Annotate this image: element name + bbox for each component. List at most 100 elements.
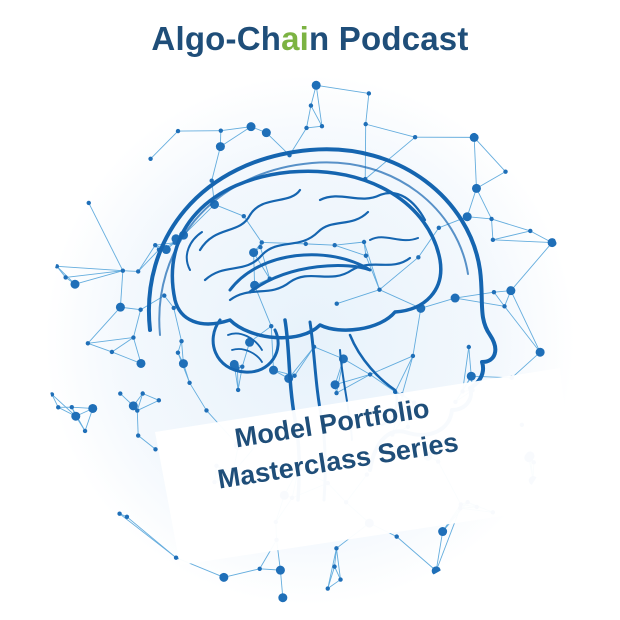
network-node (334, 390, 339, 396)
network-node (304, 125, 309, 131)
network-link (150, 130, 179, 160)
network-link (510, 242, 553, 291)
network-node (466, 371, 476, 381)
network-node (319, 124, 325, 129)
network-node (364, 518, 374, 528)
network-link (379, 256, 419, 291)
network-node (525, 451, 535, 461)
network-link (455, 291, 495, 299)
network-link (327, 579, 341, 589)
network-node (547, 238, 557, 248)
network-node (128, 401, 138, 411)
network-link (364, 136, 416, 180)
network-node (219, 572, 229, 582)
network-link (365, 93, 370, 125)
network-node (135, 408, 140, 413)
network-link (163, 295, 175, 309)
network-node (109, 349, 115, 355)
network-node (85, 341, 91, 346)
network-link (473, 137, 506, 172)
title-accent: ai (281, 20, 310, 57)
network-link (211, 146, 221, 181)
network-link (306, 125, 323, 129)
network-node (528, 476, 538, 486)
network-link (334, 244, 367, 257)
network-node (209, 178, 214, 183)
network-link (137, 249, 160, 272)
network-link (336, 289, 380, 305)
network-node (361, 239, 367, 245)
network-node (69, 404, 74, 410)
network-link (183, 204, 215, 236)
network-node (257, 566, 262, 571)
network-node (471, 183, 481, 193)
network-node (469, 132, 479, 142)
network-link (492, 239, 553, 244)
network-link (412, 308, 422, 356)
network-node (311, 80, 321, 90)
network-link (334, 566, 341, 580)
network-link (65, 270, 123, 278)
network-node (115, 302, 125, 312)
network-node (279, 490, 289, 500)
network-node (502, 304, 507, 309)
network-node (394, 534, 399, 539)
network-node (431, 566, 441, 576)
network-node (172, 240, 177, 245)
network-node (509, 375, 515, 381)
network-link (493, 291, 505, 307)
network-node (156, 398, 162, 403)
network-link (504, 306, 541, 353)
network-link (417, 227, 440, 258)
network-link (270, 326, 274, 371)
network-link (136, 393, 144, 411)
network-node (462, 212, 472, 222)
network-link (87, 342, 113, 353)
network-link (122, 270, 139, 272)
network-node (465, 499, 470, 505)
network-link (136, 410, 139, 436)
network-node (438, 527, 448, 537)
network-node (240, 364, 245, 369)
network-node (490, 510, 496, 515)
network-node (179, 338, 184, 344)
network-node (289, 495, 295, 501)
network-link (476, 171, 506, 189)
network-node (161, 245, 171, 255)
network-node (489, 216, 494, 222)
network-node (330, 380, 340, 390)
network-link (88, 202, 124, 271)
network-node (136, 358, 146, 368)
network-link (214, 204, 244, 217)
network-node (416, 255, 421, 260)
network-link (74, 270, 123, 285)
network-node (70, 279, 80, 289)
network-node (474, 504, 479, 510)
network-node (308, 103, 314, 108)
network-link (420, 297, 456, 309)
network-node (258, 244, 263, 250)
network-node (259, 240, 264, 245)
network-link (365, 123, 416, 138)
title-part-2: n Podcast (309, 20, 469, 57)
network-link (316, 84, 369, 94)
network-node (343, 500, 349, 505)
network-node (178, 359, 188, 369)
network-node (436, 225, 442, 230)
network-node (88, 403, 98, 413)
network-link (310, 105, 323, 127)
network-node (332, 564, 337, 569)
network-link (56, 265, 123, 272)
network-link (491, 218, 494, 240)
network-node (241, 213, 246, 219)
network-node (410, 353, 416, 359)
network-node (303, 241, 308, 247)
network-node (204, 408, 209, 413)
network-link (491, 218, 531, 232)
network-link (220, 126, 252, 147)
network-node (120, 268, 126, 273)
network-node (491, 289, 497, 295)
network-link (315, 85, 323, 127)
network-node (218, 128, 224, 133)
network-node (458, 502, 464, 507)
